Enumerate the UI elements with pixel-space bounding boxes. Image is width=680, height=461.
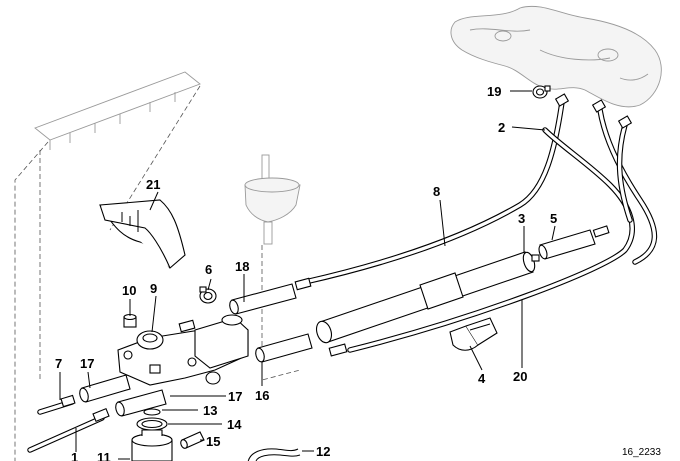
fuel-hose-lines — [302, 99, 658, 353]
callout-19: 19 — [487, 84, 501, 99]
callout-18: 18 — [235, 259, 249, 274]
fuel-tank-outline — [450, 5, 662, 108]
reference-code: 16_2233 — [622, 447, 661, 458]
cap-10 — [123, 313, 137, 328]
fuel-filter-ghost — [244, 154, 301, 245]
callout-15: 15 — [206, 434, 220, 449]
callout-3: 3 — [518, 211, 525, 226]
callouts: 19 2 21 8 3 5 6 18 10 9 7 17 17 16 4 20 … — [55, 84, 557, 461]
callout-13: 13 — [203, 403, 217, 418]
hose-piece-16 — [255, 333, 313, 363]
callout-17-lower: 17 — [228, 389, 242, 404]
leader-lines — [59, 90, 556, 460]
filter-housing-11 — [131, 408, 173, 461]
retaining-clip-4 — [449, 317, 498, 351]
hose-end-fittings — [554, 93, 633, 129]
hose-piece-5 — [538, 225, 610, 260]
callout-20: 20 — [513, 369, 527, 384]
callout-14: 14 — [227, 417, 242, 432]
callout-4: 4 — [478, 371, 486, 386]
callout-11: 11 — [97, 450, 111, 461]
callout-17-upper: 17 — [80, 356, 94, 371]
hose-end-20 — [328, 343, 348, 357]
callout-5: 5 — [550, 211, 557, 226]
callout-8: 8 — [433, 184, 440, 199]
callout-9: 9 — [150, 281, 157, 296]
pressure-regulator-9 — [117, 314, 249, 386]
bracket-21 — [99, 199, 186, 269]
clamp-6 — [199, 286, 217, 304]
callout-12: 12 — [316, 444, 330, 459]
callout-6: 6 — [205, 262, 212, 277]
hose-line-7 — [37, 394, 76, 415]
callout-10: 10 — [122, 283, 136, 298]
spring-clip-12 — [247, 448, 301, 461]
clamp-19 — [532, 85, 551, 99]
hose-line-1 — [27, 407, 110, 453]
guide-line-upper — [261, 245, 301, 381]
rail-outline — [14, 71, 201, 461]
hose-piece-17 — [79, 374, 167, 417]
callout-2: 2 — [498, 120, 505, 135]
callout-16: 16 — [255, 388, 269, 403]
fuel-filter-canister-3 — [315, 251, 540, 344]
callout-21: 21 — [146, 177, 160, 192]
hose-piece-18 — [229, 277, 312, 315]
tube-15 — [180, 431, 205, 449]
callout-1: 1 — [71, 450, 78, 461]
callout-7: 7 — [55, 356, 62, 371]
